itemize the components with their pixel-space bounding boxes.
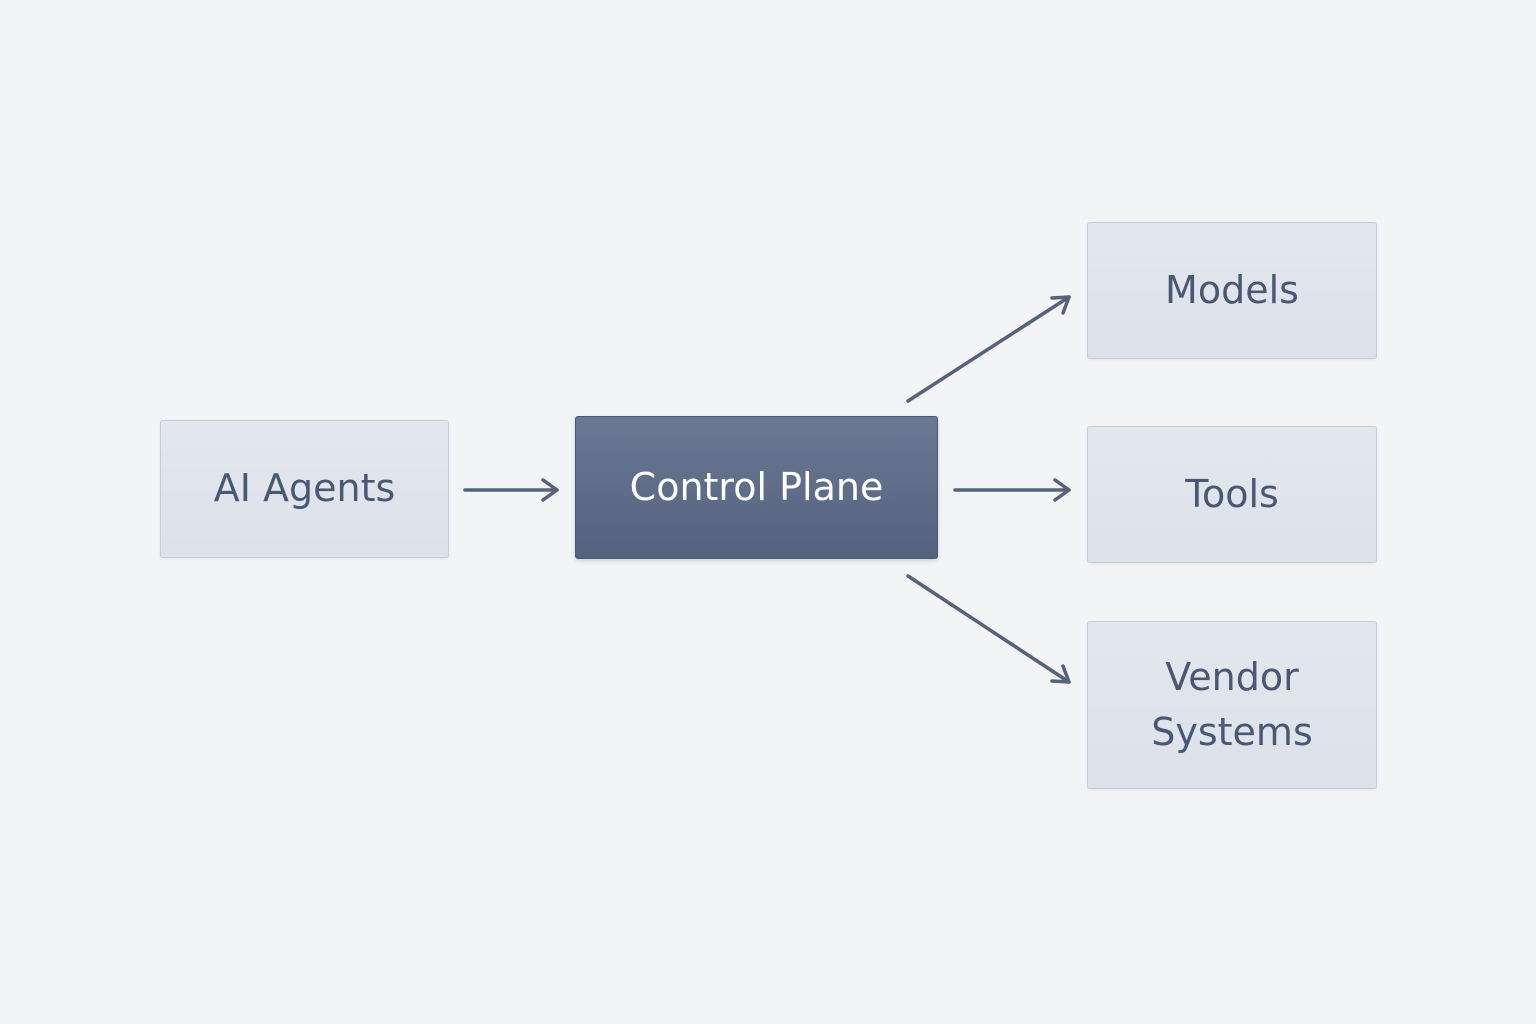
- control-plane-node: Control Plane: [575, 416, 938, 559]
- models-node: Models: [1087, 222, 1377, 359]
- arrow-control-plane-to-tools: [953, 478, 1071, 502]
- arrow-control-plane-to-models: [906, 295, 1071, 403]
- ai-agents-node: AI Agents: [160, 420, 449, 558]
- vendor-systems-label-line-1: Vendor: [1165, 654, 1299, 699]
- vendor-systems-node: Vendor Systems: [1087, 621, 1377, 789]
- tools-node: Tools: [1087, 426, 1377, 563]
- vendor-systems-label: Vendor Systems: [1151, 650, 1313, 760]
- arrow-control-plane-to-vendor-systems: [906, 574, 1071, 684]
- ai-agents-label: AI Agents: [213, 466, 396, 511]
- models-label: Models: [1165, 267, 1299, 312]
- control-plane-label: Control Plane: [629, 464, 884, 509]
- arrow-agents-to-control-plane: [463, 478, 559, 502]
- tools-label: Tools: [1185, 471, 1279, 516]
- vendor-systems-label-line-2: Systems: [1151, 710, 1313, 754]
